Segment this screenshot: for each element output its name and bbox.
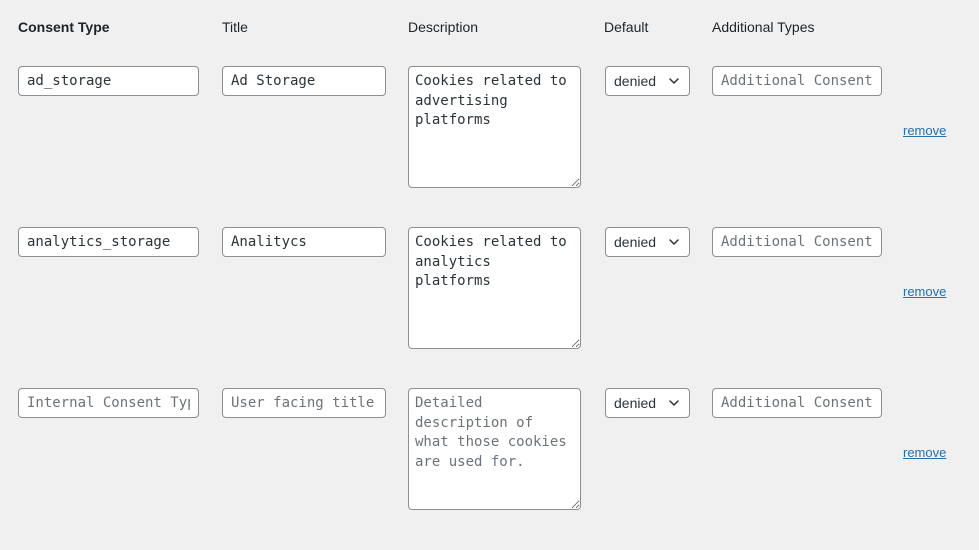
default-select[interactable]: denied	[605, 66, 690, 96]
header-description: Description	[408, 19, 479, 35]
header-title: Title	[222, 19, 248, 35]
title-input[interactable]	[222, 66, 386, 96]
default-select[interactable]: denied	[605, 227, 690, 257]
header-additional-types: Additional Types	[712, 19, 815, 35]
default-select-value: denied	[614, 73, 657, 89]
header-default: Default	[604, 19, 649, 35]
description-textarea[interactable]	[408, 388, 581, 510]
default-select[interactable]: denied	[605, 388, 690, 418]
title-input[interactable]	[222, 227, 386, 257]
consent-type-input[interactable]	[18, 388, 199, 418]
default-select-value: denied	[614, 395, 657, 411]
chevron-down-icon	[669, 400, 679, 406]
consent-row: Cookies related to analytics platforms d…	[0, 227, 979, 352]
remove-link[interactable]: remove	[903, 284, 947, 299]
additional-types-input[interactable]	[712, 227, 882, 257]
description-textarea[interactable]: Cookies related to advertising platforms	[408, 66, 581, 188]
additional-types-input[interactable]	[712, 66, 882, 96]
additional-types-input[interactable]	[712, 388, 882, 418]
remove-link[interactable]: remove	[903, 445, 947, 460]
remove-link[interactable]: remove	[903, 123, 947, 138]
consent-type-input[interactable]	[18, 227, 199, 257]
consent-row: Cookies related to advertising platforms…	[0, 66, 979, 191]
consent-row: denied remove	[0, 388, 979, 513]
chevron-down-icon	[669, 239, 679, 245]
default-select-value: denied	[614, 234, 657, 250]
title-input[interactable]	[222, 388, 386, 418]
header-consent-type: Consent Type	[18, 19, 110, 35]
chevron-down-icon	[669, 78, 679, 84]
description-textarea[interactable]: Cookies related to analytics platforms	[408, 227, 581, 349]
consent-type-input[interactable]	[18, 66, 199, 96]
